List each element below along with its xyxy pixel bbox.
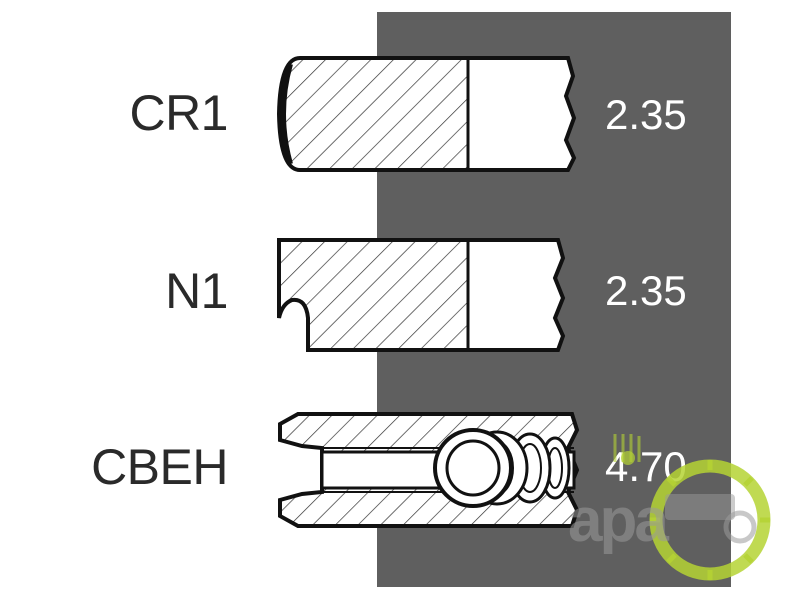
n1-solid-section <box>468 240 563 350</box>
tractor-gear-logo-icon <box>613 434 771 581</box>
cbeh-expander-spring <box>433 428 571 508</box>
ring-label-cbeh: CBEH <box>91 439 228 495</box>
ring-label-n1: N1 <box>165 263 228 319</box>
n1-outline <box>277 238 566 352</box>
ring-profile-n1 <box>277 238 566 352</box>
cr1-solid-section <box>468 58 574 170</box>
watermark-text: apa <box>568 486 669 555</box>
watermark-logo: apa <box>560 432 775 582</box>
ring-profile-cbeh <box>278 412 580 528</box>
ring-label-cr1: CR1 <box>129 85 228 141</box>
cr1-barrel-face <box>280 63 293 165</box>
ring-thickness-n1: 2.35 <box>605 267 687 314</box>
n1-hatched-section <box>279 240 468 350</box>
cr1-hatched-section <box>279 58 468 170</box>
ring-profile-cr1 <box>276 56 577 172</box>
ring-thickness-cr1: 2.35 <box>605 91 687 138</box>
